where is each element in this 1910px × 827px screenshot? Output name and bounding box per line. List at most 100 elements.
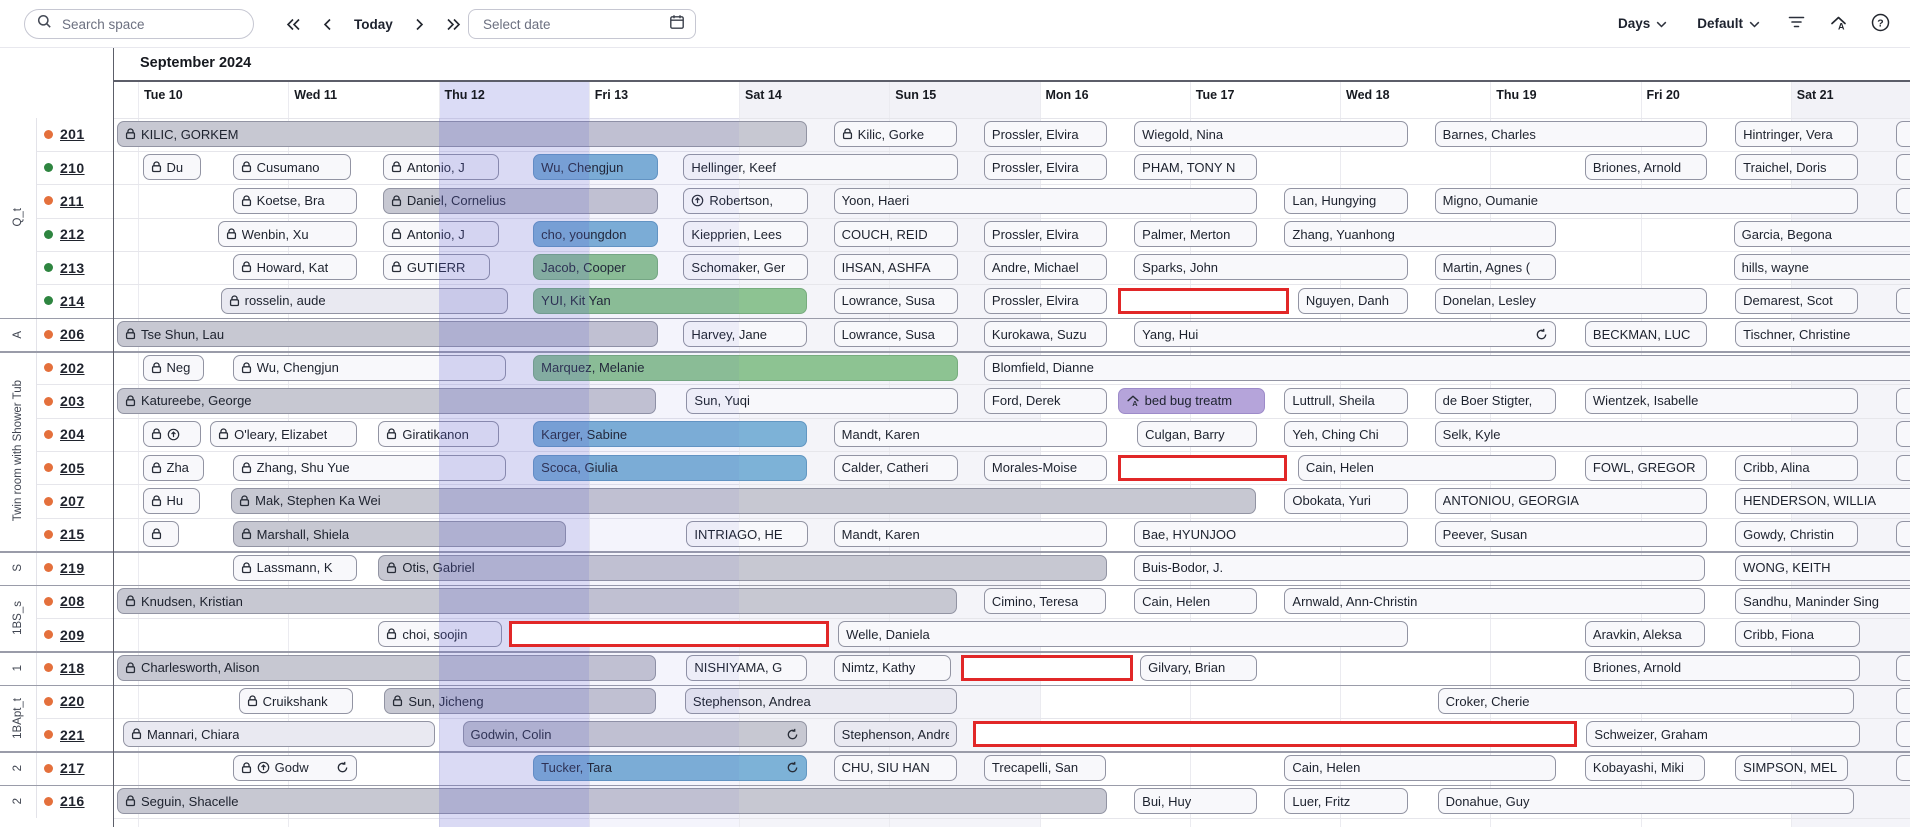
room-number-link[interactable]: 205	[60, 459, 85, 476]
booking-bar[interactable]: Bui, Huy	[1134, 788, 1258, 815]
booking-bar[interactable]: Schweizer, Graham	[1586, 721, 1860, 748]
today-button[interactable]: Today	[346, 17, 401, 32]
booking-bar[interactable]: Kilic, Gorke	[833, 121, 957, 147]
booking-bar[interactable]: hills, wayne	[1733, 254, 1910, 281]
booking-bar[interactable]: Mak, Stephen Ka Wei	[231, 487, 1256, 514]
day-header-cell[interactable]: Tue 17	[1190, 81, 1340, 118]
booking-bar[interactable]: Briones, Arnold	[1584, 654, 1860, 681]
booking-bar[interactable]: Hu	[142, 487, 200, 514]
day-header-cell[interactable]: Thu 12	[438, 81, 589, 118]
booking-bar[interactable]: Peever, Susan	[1434, 521, 1707, 548]
booking-bar[interactable]: Zhang, Shu Yue	[232, 454, 507, 481]
booking-bar[interactable]: Stephenson, Andrea	[684, 688, 957, 715]
booking-bar[interactable]: Donahue, Guy	[1437, 788, 1854, 815]
room-number-link[interactable]: 221	[60, 726, 85, 743]
booking-bar[interactable]: Wenbin, Xu	[217, 221, 358, 248]
day-header-cell[interactable]: Sat 21	[1790, 81, 1910, 118]
booking-bar[interactable]	[1895, 654, 1910, 681]
granularity-dropdown[interactable]: Days	[1608, 10, 1677, 37]
booking-bar[interactable]: Migno, Oumanie	[1434, 187, 1859, 214]
booking-bar[interactable]: Mannari, Chiara	[122, 721, 436, 748]
booking-bar[interactable]: GUTIERR	[382, 254, 490, 281]
booking-bar[interactable]: Daniel, Cornelius	[382, 187, 658, 214]
booking-bar[interactable]: Howard, Kat	[232, 254, 358, 281]
booking-bar[interactable]: Croker, Cherie	[1437, 688, 1854, 715]
booking-bar[interactable]: COUCH, REID	[833, 221, 959, 248]
booking-bar[interactable]	[1895, 287, 1910, 314]
booking-bar[interactable]: Schomaker, Ger	[683, 254, 809, 281]
day-header-cell[interactable]: Mon 16	[1040, 81, 1190, 118]
room-number-link[interactable]: 206	[60, 326, 85, 343]
booking-bar[interactable]: Otis, Gabriel	[378, 554, 1108, 581]
booking-bar[interactable]	[1895, 521, 1910, 548]
room-number-link[interactable]: 208	[60, 593, 85, 610]
booking-bar[interactable]: Charlesworth, Alison	[116, 654, 657, 681]
room-number-link[interactable]: 211	[60, 192, 84, 209]
room-number-link[interactable]: 210	[60, 159, 85, 176]
booking-bar[interactable]: KILIC, GORKEM	[116, 121, 807, 147]
booking-bar[interactable]: Nguyen, Danh	[1297, 287, 1408, 314]
booking-bar[interactable]: Ford, Derek	[983, 387, 1108, 414]
booking-bar[interactable]: Gilvary, Brian	[1140, 654, 1258, 681]
booking-bar[interactable]: Cribb, Alina	[1735, 454, 1859, 481]
booking-bar[interactable]: Antonio, J	[382, 221, 499, 248]
booking-bar[interactable]: Cruikshank	[238, 688, 353, 715]
booking-bar[interactable]: Prossler, Elvira	[983, 287, 1108, 314]
prev-button[interactable]	[312, 9, 342, 39]
booking-bar[interactable]: HENDERSON, WILLIA	[1735, 487, 1910, 514]
booking-bar[interactable]: choi, soojin	[378, 621, 502, 648]
booking-bar[interactable]: INTRIAGO, HE	[686, 521, 809, 548]
booking-bar[interactable]: Marshall, Shiela	[232, 521, 567, 548]
unassigned-gap-highlight[interactable]	[509, 621, 830, 648]
booking-bar[interactable]: CHU, SIU HAN	[833, 754, 957, 781]
room-number-link[interactable]: 217	[60, 760, 85, 776]
booking-bar[interactable]: Sun, Yuqi	[686, 387, 959, 414]
booking-bar[interactable]: Gowdy, Christin	[1735, 521, 1859, 548]
select-date-field[interactable]	[468, 9, 696, 39]
day-header-cell[interactable]: Thu 19	[1490, 81, 1640, 118]
room-number-link[interactable]: 220	[60, 693, 85, 710]
booking-bar[interactable]: Yoon, Haeri	[833, 187, 1258, 214]
booking-bar[interactable]: Luer, Fritz	[1284, 788, 1408, 815]
booking-bar[interactable]: YUI, Kit Yan	[533, 287, 807, 314]
room-number-link[interactable]: 203	[60, 393, 85, 410]
booking-bar[interactable]: SIMPSON, MEL	[1735, 754, 1848, 781]
booking-bar[interactable]: Cain, Helen	[1297, 454, 1557, 481]
booking-bar[interactable]: Knudsen, Kristian	[116, 588, 957, 615]
select-date-input[interactable]	[481, 15, 669, 33]
booking-bar[interactable]: de Boer Stigter,	[1434, 387, 1557, 414]
booking-bar[interactable]: Calder, Catheri	[833, 454, 959, 481]
jump-back-button[interactable]	[278, 9, 308, 39]
booking-bar[interactable]	[1895, 121, 1910, 147]
booking-bar[interactable]: Blomfield, Dianne	[983, 354, 1910, 381]
booking-bar[interactable]: Welle, Daniela	[838, 621, 1408, 648]
booking-bar[interactable]: Cribb, Fiona	[1735, 621, 1860, 648]
booking-bar[interactable]: Karger, Sabine	[533, 421, 807, 448]
day-header-cell[interactable]: Tue 10	[138, 81, 288, 118]
booking-bar[interactable]: Yang, Hui	[1134, 321, 1557, 348]
booking-bar[interactable]: Zha	[142, 454, 205, 481]
booking-bar[interactable]: O'leary, Elizabet	[210, 421, 358, 448]
booking-bar[interactable]: Sparks, John	[1134, 254, 1408, 281]
booking-bar[interactable]: Morales-Moise	[983, 454, 1108, 481]
booking-bar[interactable]: Traichel, Doris	[1735, 154, 1859, 181]
booking-bar[interactable]	[1895, 154, 1910, 181]
next-button[interactable]	[405, 9, 435, 39]
booking-bar[interactable]: Tse Shun, Lau	[116, 321, 658, 348]
booking-bar[interactable]: BECKMAN, LUC	[1584, 321, 1707, 348]
booking-bar[interactable]: Prossler, Elvira	[983, 221, 1108, 248]
booking-bar[interactable]: rosselin, aude	[220, 287, 508, 314]
booking-bar[interactable]: Lowrance, Susa	[833, 287, 959, 314]
booking-bar[interactable]: Antonio, J	[382, 154, 499, 181]
day-header-cell[interactable]: Sat 14	[739, 81, 890, 118]
booking-bar[interactable]: Koetse, Bra	[232, 187, 358, 214]
booking-bar[interactable]: Demarest, Scot	[1735, 287, 1859, 314]
booking-bar[interactable]: Bae, HYUNJOO	[1134, 521, 1408, 548]
booking-bar[interactable]: Neg	[142, 354, 205, 381]
filter-button[interactable]	[1780, 8, 1812, 40]
room-number-link[interactable]: 213	[60, 259, 85, 276]
room-number-link[interactable]: 215	[60, 526, 85, 543]
room-number-link[interactable]: 204	[60, 426, 85, 443]
housekeeping-button[interactable]: A	[1822, 8, 1854, 40]
